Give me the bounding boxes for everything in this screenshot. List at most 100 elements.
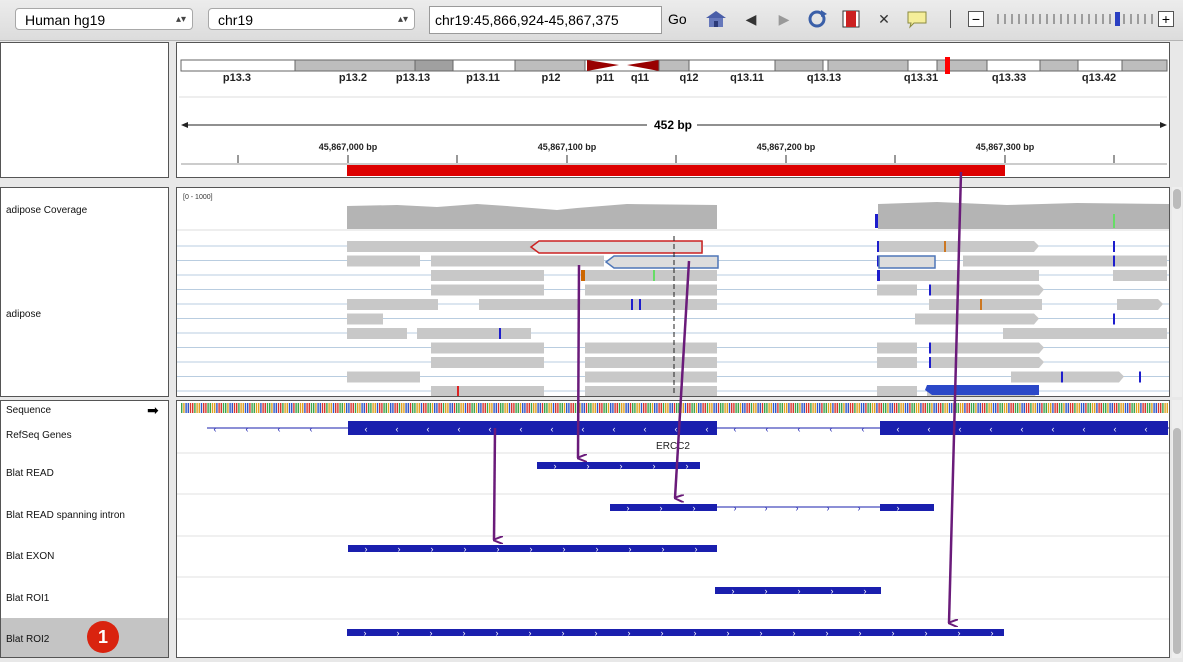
read-mismatch bbox=[980, 299, 982, 310]
sequence-base bbox=[1140, 403, 1142, 413]
strand-chevron: ‹ bbox=[862, 424, 865, 434]
blat-exon-track-name[interactable]: Blat EXON bbox=[6, 551, 55, 562]
sequence-base bbox=[1047, 403, 1050, 413]
sequence-track-name[interactable]: Sequence bbox=[6, 405, 52, 416]
zoom-thumb bbox=[1115, 12, 1120, 26]
resize-icon[interactable]: ✕ bbox=[878, 10, 890, 27]
sequence-base bbox=[1001, 403, 1003, 413]
go-button[interactable]: Go bbox=[668, 11, 687, 27]
sequence-base bbox=[629, 403, 632, 413]
sequence-base bbox=[761, 403, 764, 413]
band-label: q13.33 bbox=[992, 72, 1026, 84]
strand-chevron: › bbox=[732, 586, 735, 596]
sequence-base bbox=[354, 403, 357, 413]
strand-chevron: › bbox=[693, 503, 696, 513]
sequence-base bbox=[876, 403, 878, 413]
sequence-base bbox=[1041, 403, 1043, 413]
sequence-base bbox=[915, 403, 918, 413]
sequence-base bbox=[1109, 403, 1111, 413]
locus-input[interactable]: chr19:45,866,924-45,867,375 bbox=[429, 6, 662, 34]
strand-chevron: › bbox=[864, 586, 867, 596]
sequence-base bbox=[1131, 403, 1133, 413]
blat-roi1-track-name[interactable]: Blat ROI1 bbox=[6, 593, 50, 604]
sequence-base bbox=[1074, 403, 1076, 413]
refresh-icon[interactable] bbox=[806, 8, 828, 30]
back-icon[interactable]: ◀ bbox=[745, 10, 757, 27]
sequence-base bbox=[429, 403, 431, 413]
sequence-base bbox=[192, 403, 194, 413]
sequence-base bbox=[1065, 403, 1067, 413]
home-icon[interactable] bbox=[705, 8, 727, 30]
sequence-base bbox=[266, 403, 269, 413]
sequence-base bbox=[225, 403, 227, 413]
sequence-base bbox=[997, 403, 999, 413]
strand-chevron: ‹ bbox=[310, 424, 313, 434]
popup-info-icon[interactable] bbox=[906, 8, 928, 30]
chromosome-dropdown[interactable]: chr19 ▴▾ bbox=[208, 8, 415, 30]
genome-value: Human hg19 bbox=[25, 12, 106, 28]
feature-canvas[interactable]: ERCC2 ‹‹‹‹‹‹‹‹‹‹‹‹‹‹‹‹‹‹‹‹‹‹‹‹‹‹‹‹‹‹››››… bbox=[177, 401, 1169, 657]
sequence-base bbox=[990, 403, 992, 413]
sequence-base bbox=[607, 403, 610, 413]
sequence-base bbox=[550, 403, 552, 413]
sequence-base bbox=[706, 403, 709, 413]
sequence-base bbox=[194, 403, 196, 413]
sequence-base bbox=[207, 403, 209, 413]
strand-arrow-icon[interactable]: ➡ bbox=[147, 402, 159, 418]
blat-read-track-name[interactable]: Blat READ bbox=[6, 468, 54, 479]
genome-dropdown[interactable]: Human hg19 ▴▾ bbox=[15, 8, 193, 30]
selected-read bbox=[529, 240, 703, 254]
sequence-base bbox=[1122, 403, 1124, 413]
sequence-base bbox=[992, 403, 995, 413]
sequence-base bbox=[623, 403, 625, 413]
chromosome-ideogram[interactable] bbox=[180, 57, 1168, 74]
feature-scrollbar[interactable] bbox=[1172, 400, 1182, 658]
strand-chevron: ‹ bbox=[427, 424, 430, 434]
gene-exon bbox=[348, 421, 717, 435]
sequence-base bbox=[999, 403, 1001, 413]
sequence-base bbox=[526, 403, 528, 413]
blat-roi2-track-name[interactable]: Blat ROI2 bbox=[6, 634, 50, 645]
sequence-base bbox=[528, 403, 530, 413]
sequence-base bbox=[691, 403, 693, 413]
strand-chevron: › bbox=[765, 586, 768, 596]
toolbar-divider bbox=[950, 10, 951, 28]
selected-track-row[interactable] bbox=[1, 618, 168, 657]
region-of-interest-icon[interactable] bbox=[840, 8, 862, 30]
span-label: 452 bp bbox=[654, 118, 692, 132]
read bbox=[479, 299, 717, 310]
read-mismatch bbox=[929, 284, 931, 296]
sequence-base bbox=[572, 403, 574, 413]
sequence-base bbox=[1025, 403, 1028, 413]
sequence-base bbox=[1120, 403, 1122, 413]
strand-chevron: ‹ bbox=[798, 424, 801, 434]
sequence-base bbox=[660, 403, 662, 413]
blat-read-intron-track-name[interactable]: Blat READ spanning intron bbox=[6, 510, 125, 521]
sequence-base bbox=[805, 403, 808, 413]
sequence-base bbox=[717, 403, 720, 413]
forward-icon[interactable]: ▶ bbox=[778, 10, 790, 27]
sequence-base bbox=[838, 403, 841, 413]
coverage-track-name[interactable]: adipose Coverage bbox=[6, 205, 88, 216]
region-of-interest-bar[interactable] bbox=[347, 165, 1005, 176]
zoom-out-button[interactable]: − bbox=[968, 11, 984, 27]
sequence-base bbox=[1052, 403, 1054, 413]
zoom-slider[interactable] bbox=[994, 12, 1156, 26]
refseq-track-name[interactable]: RefSeq Genes bbox=[6, 430, 72, 441]
alignment-scrollbar[interactable] bbox=[1172, 187, 1182, 397]
alignment-canvas[interactable]: [0 - 1000] bbox=[177, 188, 1169, 397]
zoom-in-button[interactable]: + bbox=[1158, 11, 1174, 27]
sequence-base bbox=[605, 403, 607, 413]
alignment-track-name[interactable]: adipose bbox=[6, 309, 42, 320]
sequence-base bbox=[577, 403, 579, 413]
sequence-base bbox=[929, 403, 931, 413]
strand-chevron: › bbox=[925, 628, 928, 638]
sequence-base bbox=[478, 403, 480, 413]
strand-chevron: › bbox=[365, 544, 368, 554]
sequence-base bbox=[381, 403, 383, 413]
sequence-base bbox=[1056, 403, 1058, 413]
strand-chevron: ‹ bbox=[396, 424, 399, 434]
sequence-base bbox=[409, 403, 412, 413]
read-mismatch bbox=[944, 241, 946, 252]
read bbox=[929, 284, 1044, 296]
